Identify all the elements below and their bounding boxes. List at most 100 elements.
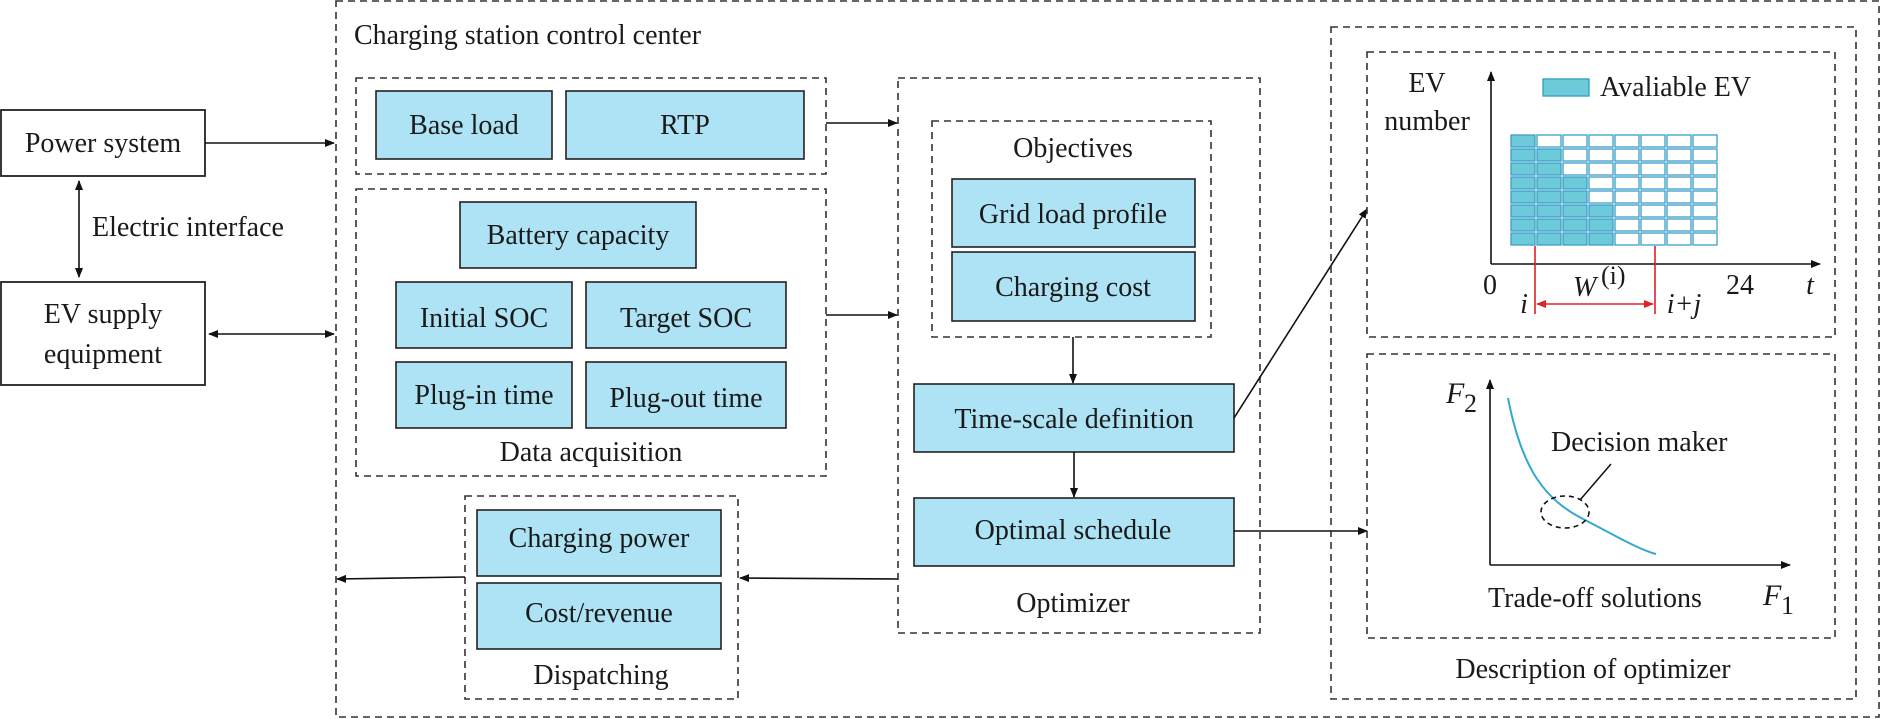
ev-cell-available	[1588, 232, 1614, 246]
ev-cell-empty	[1562, 148, 1588, 162]
ev-cell-empty	[1666, 218, 1692, 232]
ev-cell-empty	[1640, 204, 1666, 218]
decision-point-ellipse	[1540, 495, 1590, 529]
pareto-panel	[1366, 353, 1836, 639]
pareto-front-curve	[1507, 397, 1657, 555]
ev-cell-available	[1536, 190, 1562, 204]
ev-cell-available	[1510, 134, 1536, 148]
ev-cell-available	[1510, 218, 1536, 232]
time-scale-definition-label: Time-scale definition	[954, 404, 1193, 435]
ev-cell-empty	[1692, 134, 1718, 148]
electric-interface-label: Electric interface	[92, 212, 284, 243]
description-label: Description of optimizer	[1455, 654, 1731, 685]
ev-cell-empty	[1614, 204, 1640, 218]
ev-supply-label-line1: EV supply	[44, 299, 163, 330]
ev-cell-available	[1562, 218, 1588, 232]
ev-cell-empty	[1614, 218, 1640, 232]
ev-cell-empty	[1640, 190, 1666, 204]
ev-cell-empty	[1666, 232, 1692, 246]
optimal-schedule-box: Optimal schedule	[913, 497, 1235, 567]
decision-maker-leader	[1579, 463, 1612, 501]
dispatching-label: Dispatching	[533, 660, 668, 691]
price-group-frame	[355, 77, 827, 175]
ev-cell-empty	[1640, 176, 1666, 190]
initial-soc-label: Initial SOC	[420, 303, 548, 334]
ev-availability-grid	[1510, 134, 1718, 246]
objectives-label: Objectives	[1013, 133, 1133, 164]
ev-cell-available	[1510, 148, 1536, 162]
ev-cell-empty	[1692, 218, 1718, 232]
power-system-block: Power system	[0, 109, 206, 177]
target-soc-label: Target SOC	[620, 303, 752, 334]
ev-cell-empty	[1588, 148, 1614, 162]
ev-cell-empty	[1666, 190, 1692, 204]
tradeoff-label: Trade-off solutions	[1488, 583, 1702, 614]
window-superscript: (i)	[1601, 261, 1626, 290]
ev-cell-empty	[1614, 232, 1640, 246]
optimizer-frame	[897, 77, 1261, 634]
plug-out-time-box: Plug-out time	[585, 361, 787, 429]
window-label: W	[1573, 272, 1599, 303]
ev-cell-empty	[1692, 204, 1718, 218]
ev-cell-empty	[1640, 162, 1666, 176]
power-system-label: Power system	[25, 128, 182, 159]
ev-cell-empty	[1614, 162, 1640, 176]
ev-cell-available	[1588, 218, 1614, 232]
ev-cell-available	[1510, 176, 1536, 190]
ev-cell-empty	[1666, 134, 1692, 148]
plug-in-time-label: Plug-in time	[414, 380, 553, 411]
ev-cell-empty	[1588, 134, 1614, 148]
ev-cell-empty	[1692, 148, 1718, 162]
objectives-frame	[931, 120, 1212, 338]
ev-cell-available	[1510, 204, 1536, 218]
ev-cell-empty	[1666, 148, 1692, 162]
ev-cell-empty	[1536, 134, 1562, 148]
ev-cell-available	[1562, 176, 1588, 190]
ev-cell-empty	[1640, 232, 1666, 246]
ev-cell-empty	[1614, 190, 1640, 204]
base-load-box: Base load	[375, 90, 553, 160]
charging-power-box: Charging power	[476, 509, 722, 577]
tick-24-label: 24	[1726, 270, 1754, 301]
time-axis-label: t	[1806, 270, 1815, 301]
optimal-schedule-label: Optimal schedule	[975, 515, 1172, 546]
battery-capacity-box: Battery capacity	[459, 201, 697, 269]
ev-cell-empty	[1588, 176, 1614, 190]
ev-cell-empty	[1640, 134, 1666, 148]
ev-cell-available	[1562, 232, 1588, 246]
window-start-label: i	[1520, 289, 1528, 320]
plug-out-time-label: Plug-out time	[609, 383, 762, 414]
ev-cell-available	[1588, 204, 1614, 218]
ev-cell-empty	[1614, 134, 1640, 148]
ev-cell-empty	[1666, 204, 1692, 218]
ev-cell-available	[1562, 190, 1588, 204]
data-acquisition-label: Data acquisition	[500, 437, 683, 468]
ev-cell-available	[1510, 232, 1536, 246]
ev-cell-empty	[1692, 176, 1718, 190]
charging-cost-label: Charging cost	[995, 272, 1151, 303]
ev-cell-empty	[1588, 190, 1614, 204]
timescale-to-description-arrow	[1233, 208, 1368, 419]
dispatching-frame	[464, 495, 739, 700]
legend-swatch	[1542, 78, 1590, 97]
ev-cell-empty	[1666, 162, 1692, 176]
ev-cell-available	[1536, 162, 1562, 176]
cost-revenue-box: Cost/revenue	[476, 582, 722, 650]
pareto-x-subscript: 1	[1781, 591, 1794, 620]
dispatch-to-output-arrow	[336, 574, 466, 583]
data-acquisition-frame	[355, 188, 827, 477]
ev-cell-available	[1536, 232, 1562, 246]
ev-cell-available	[1536, 204, 1562, 218]
ev-cell-empty	[1562, 134, 1588, 148]
ev-cell-available	[1510, 190, 1536, 204]
grid-load-profile-box: Grid load profile	[951, 178, 1196, 248]
ev-cell-empty	[1666, 176, 1692, 190]
ev-cell-empty	[1640, 148, 1666, 162]
tick-zero-label: 0	[1483, 270, 1497, 301]
control-center-title: Charging station control center	[354, 20, 702, 51]
target-soc-box: Target SOC	[585, 281, 787, 349]
base-load-label: Base load	[409, 110, 519, 141]
ev-cell-empty	[1692, 232, 1718, 246]
description-frame	[1330, 26, 1857, 700]
charging-power-label: Charging power	[509, 523, 690, 554]
